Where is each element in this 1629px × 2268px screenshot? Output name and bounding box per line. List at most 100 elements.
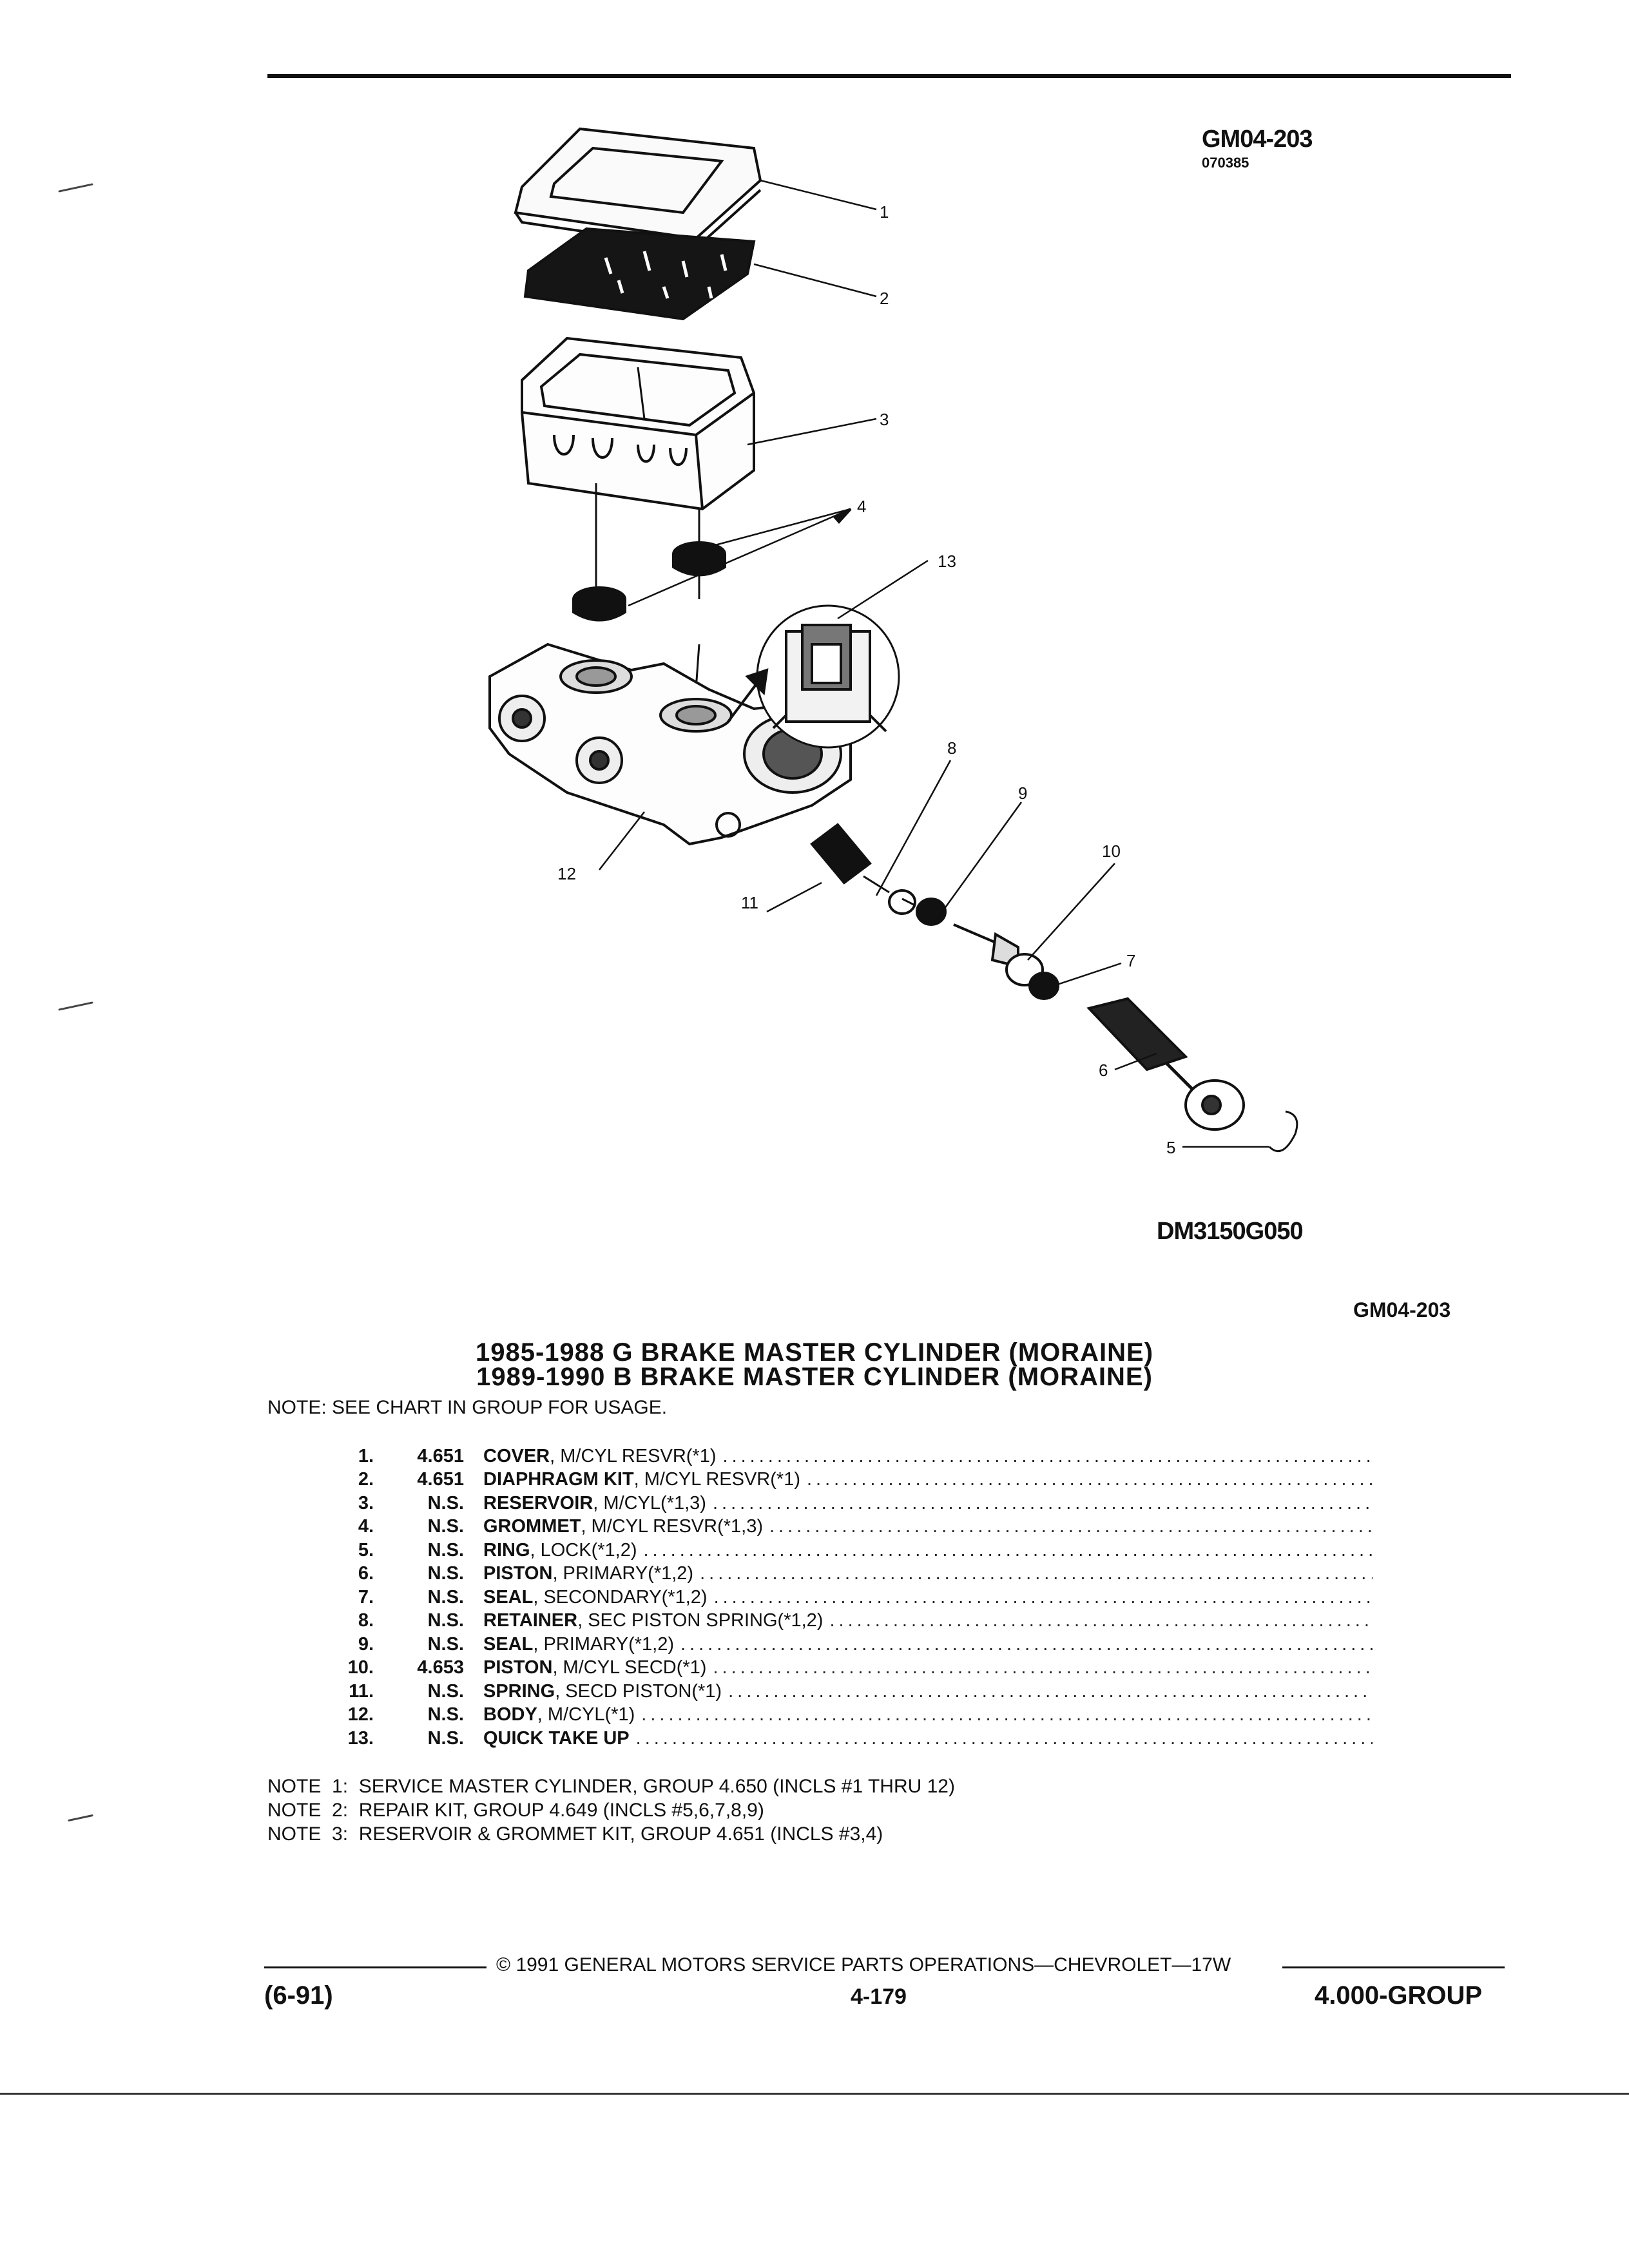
part-description: SEAL, PRIMARY(*1,2) [464,1634,674,1655]
leader-dots: ........................................… [713,1586,1373,1608]
part-number: 12. [347,1704,374,1725]
part-name: RETAINER [483,1610,578,1631]
title-line-1: 1985-1988 G BRAKE MASTER CYLINDER (MORAI… [475,1338,1154,1367]
part-row: 5.N.S.RING, LOCK(*1,2)..................… [316,1539,1373,1562]
top-rule [267,74,1511,78]
part-group: 4.651 [417,1469,464,1490]
figure-date-code: 070385 [1202,155,1249,171]
part-number: 13. [347,1727,374,1749]
part-detail: , M/CYL SECD(*1) [552,1657,707,1678]
part-name: QUICK TAKE UP [483,1727,630,1749]
part-description: GROMMET, M/CYL RESVR(*1,3) [464,1516,763,1537]
secondary-piston-part [953,923,1044,986]
leader-dots: ........................................… [769,1516,1373,1537]
margin-mark [58,183,93,193]
body-part [488,642,852,846]
part-row: 9.N.S.SEAL, PRIMARY(*1,2)...............… [316,1633,1373,1657]
part-group: N.S. [427,1704,464,1725]
part-row: 8.N.S.RETAINER, SEC PISTON SPRING(*1,2).… [316,1610,1373,1633]
callout-13: 13 [938,552,956,571]
retainer-part [888,889,916,915]
leader-dots: ........................................… [641,1704,1373,1725]
leader-dots: ........................................… [643,1539,1373,1561]
callout-4: 4 [857,497,866,516]
lock-ring-part [1268,1110,1298,1153]
footer-rule-left [264,1966,487,1968]
part-name: BODY [483,1704,537,1725]
part-name: PISTON [483,1563,553,1584]
part-number: 6. [358,1563,374,1584]
leader-dots: ........................................… [680,1633,1373,1655]
part-detail: , M/CYL RESVR(*1) [550,1445,717,1466]
part-detail: , M/CYL(*1) [537,1704,635,1725]
page-code: GM04-203 [1353,1298,1451,1321]
page-title: 1985-1988 G BRAKE MASTER CYLINDER (MORAI… [0,1338,1629,1391]
part-description: BODY, M/CYL(*1) [464,1704,635,1725]
callout-11: 11 [741,893,758,912]
part-group: N.S. [427,1680,464,1702]
exploded-diagram: 1 2 3 4 5 6 7 8 9 10 11 12 13 [488,127,1298,1157]
part-number: 9. [358,1633,374,1655]
part-number: 10. [347,1657,374,1678]
part-description: QUICK TAKE UP [464,1728,630,1749]
part-group: N.S. [427,1563,464,1584]
leader-dots: ........................................… [712,1492,1373,1514]
part-name: DIAPHRAGM KIT [483,1469,634,1490]
part-row: 6.N.S.PISTON, PRIMARY(*1,2).............… [316,1562,1373,1586]
primary-piston-part [1086,997,1245,1131]
cover-part [514,127,762,250]
footnote-2: NOTE 2: REPAIR KIT, GROUP 4.649 (INCLS #… [267,1800,764,1821]
leader-dots: ........................................… [829,1610,1373,1631]
primary-seal-part [916,898,947,926]
part-name: SEAL [483,1633,534,1655]
part-number: 5. [358,1539,374,1561]
part-group: N.S. [427,1727,464,1749]
part-number: 2. [358,1469,374,1490]
part-row: 7.N.S.SEAL, SECONDARY(*1,2).............… [316,1586,1373,1610]
part-row: 4. N.S.GROMMET, M/CYL RESVR(*1,3)........… [316,1515,1373,1539]
figure-code: GM04-203 [1202,126,1313,153]
reservoir-part [521,336,755,511]
part-detail: , SECD PISTON(*1) [555,1680,722,1702]
part-number: 7. [358,1586,374,1608]
part-number: 4. [358,1516,374,1537]
callout-7: 7 [1126,951,1135,970]
callout-8: 8 [947,738,956,758]
leader-dots: ........................................… [635,1727,1373,1749]
revision-date: (6-91) [264,1981,333,2010]
part-detail: , M/CYL(*1,3) [593,1492,706,1514]
part-group: N.S. [427,1586,464,1608]
part-detail: , SEC PISTON SPRING(*1,2) [577,1610,824,1631]
footnote-1: NOTE 1: SERVICE MASTER CYLINDER, GROUP 4… [267,1776,955,1797]
callout-5: 5 [1166,1138,1175,1157]
callout-9: 9 [1018,783,1027,803]
callout-12: 12 [557,864,576,883]
margin-mark [68,1814,93,1822]
part-description: PISTON, M/CYL SECD(*1) [464,1657,706,1678]
callout-10: 10 [1102,841,1121,861]
part-name: RESERVOIR [483,1492,593,1514]
margin-mark [58,1001,93,1011]
part-description: SPRING, SECD PISTON(*1) [464,1681,722,1702]
bottom-rule [0,2093,1629,2095]
part-name: RING [483,1539,530,1561]
page-number: 4-179 [851,1984,907,2009]
part-group: N.S. [427,1492,464,1514]
leader-dots: ........................................… [700,1563,1373,1584]
part-description: COVER, M/CYL RESVR(*1) [464,1446,717,1467]
part-number: 8. [358,1610,374,1631]
part-group: 4.651 [417,1445,464,1466]
title-line-2: 1989-1990 B BRAKE MASTER CYLINDER (MORAI… [476,1363,1153,1391]
secondary-seal-part [1028,972,1059,1000]
part-detail: , M/CYL RESVR(*1,3) [581,1516,763,1537]
callout-6: 6 [1099,1061,1108,1080]
callout-2: 2 [880,289,889,308]
leader-dots: ........................................… [806,1469,1373,1490]
part-group: N.S. [427,1516,464,1537]
footer-rule-right [1282,1966,1505,1968]
callout-3: 3 [880,410,889,429]
